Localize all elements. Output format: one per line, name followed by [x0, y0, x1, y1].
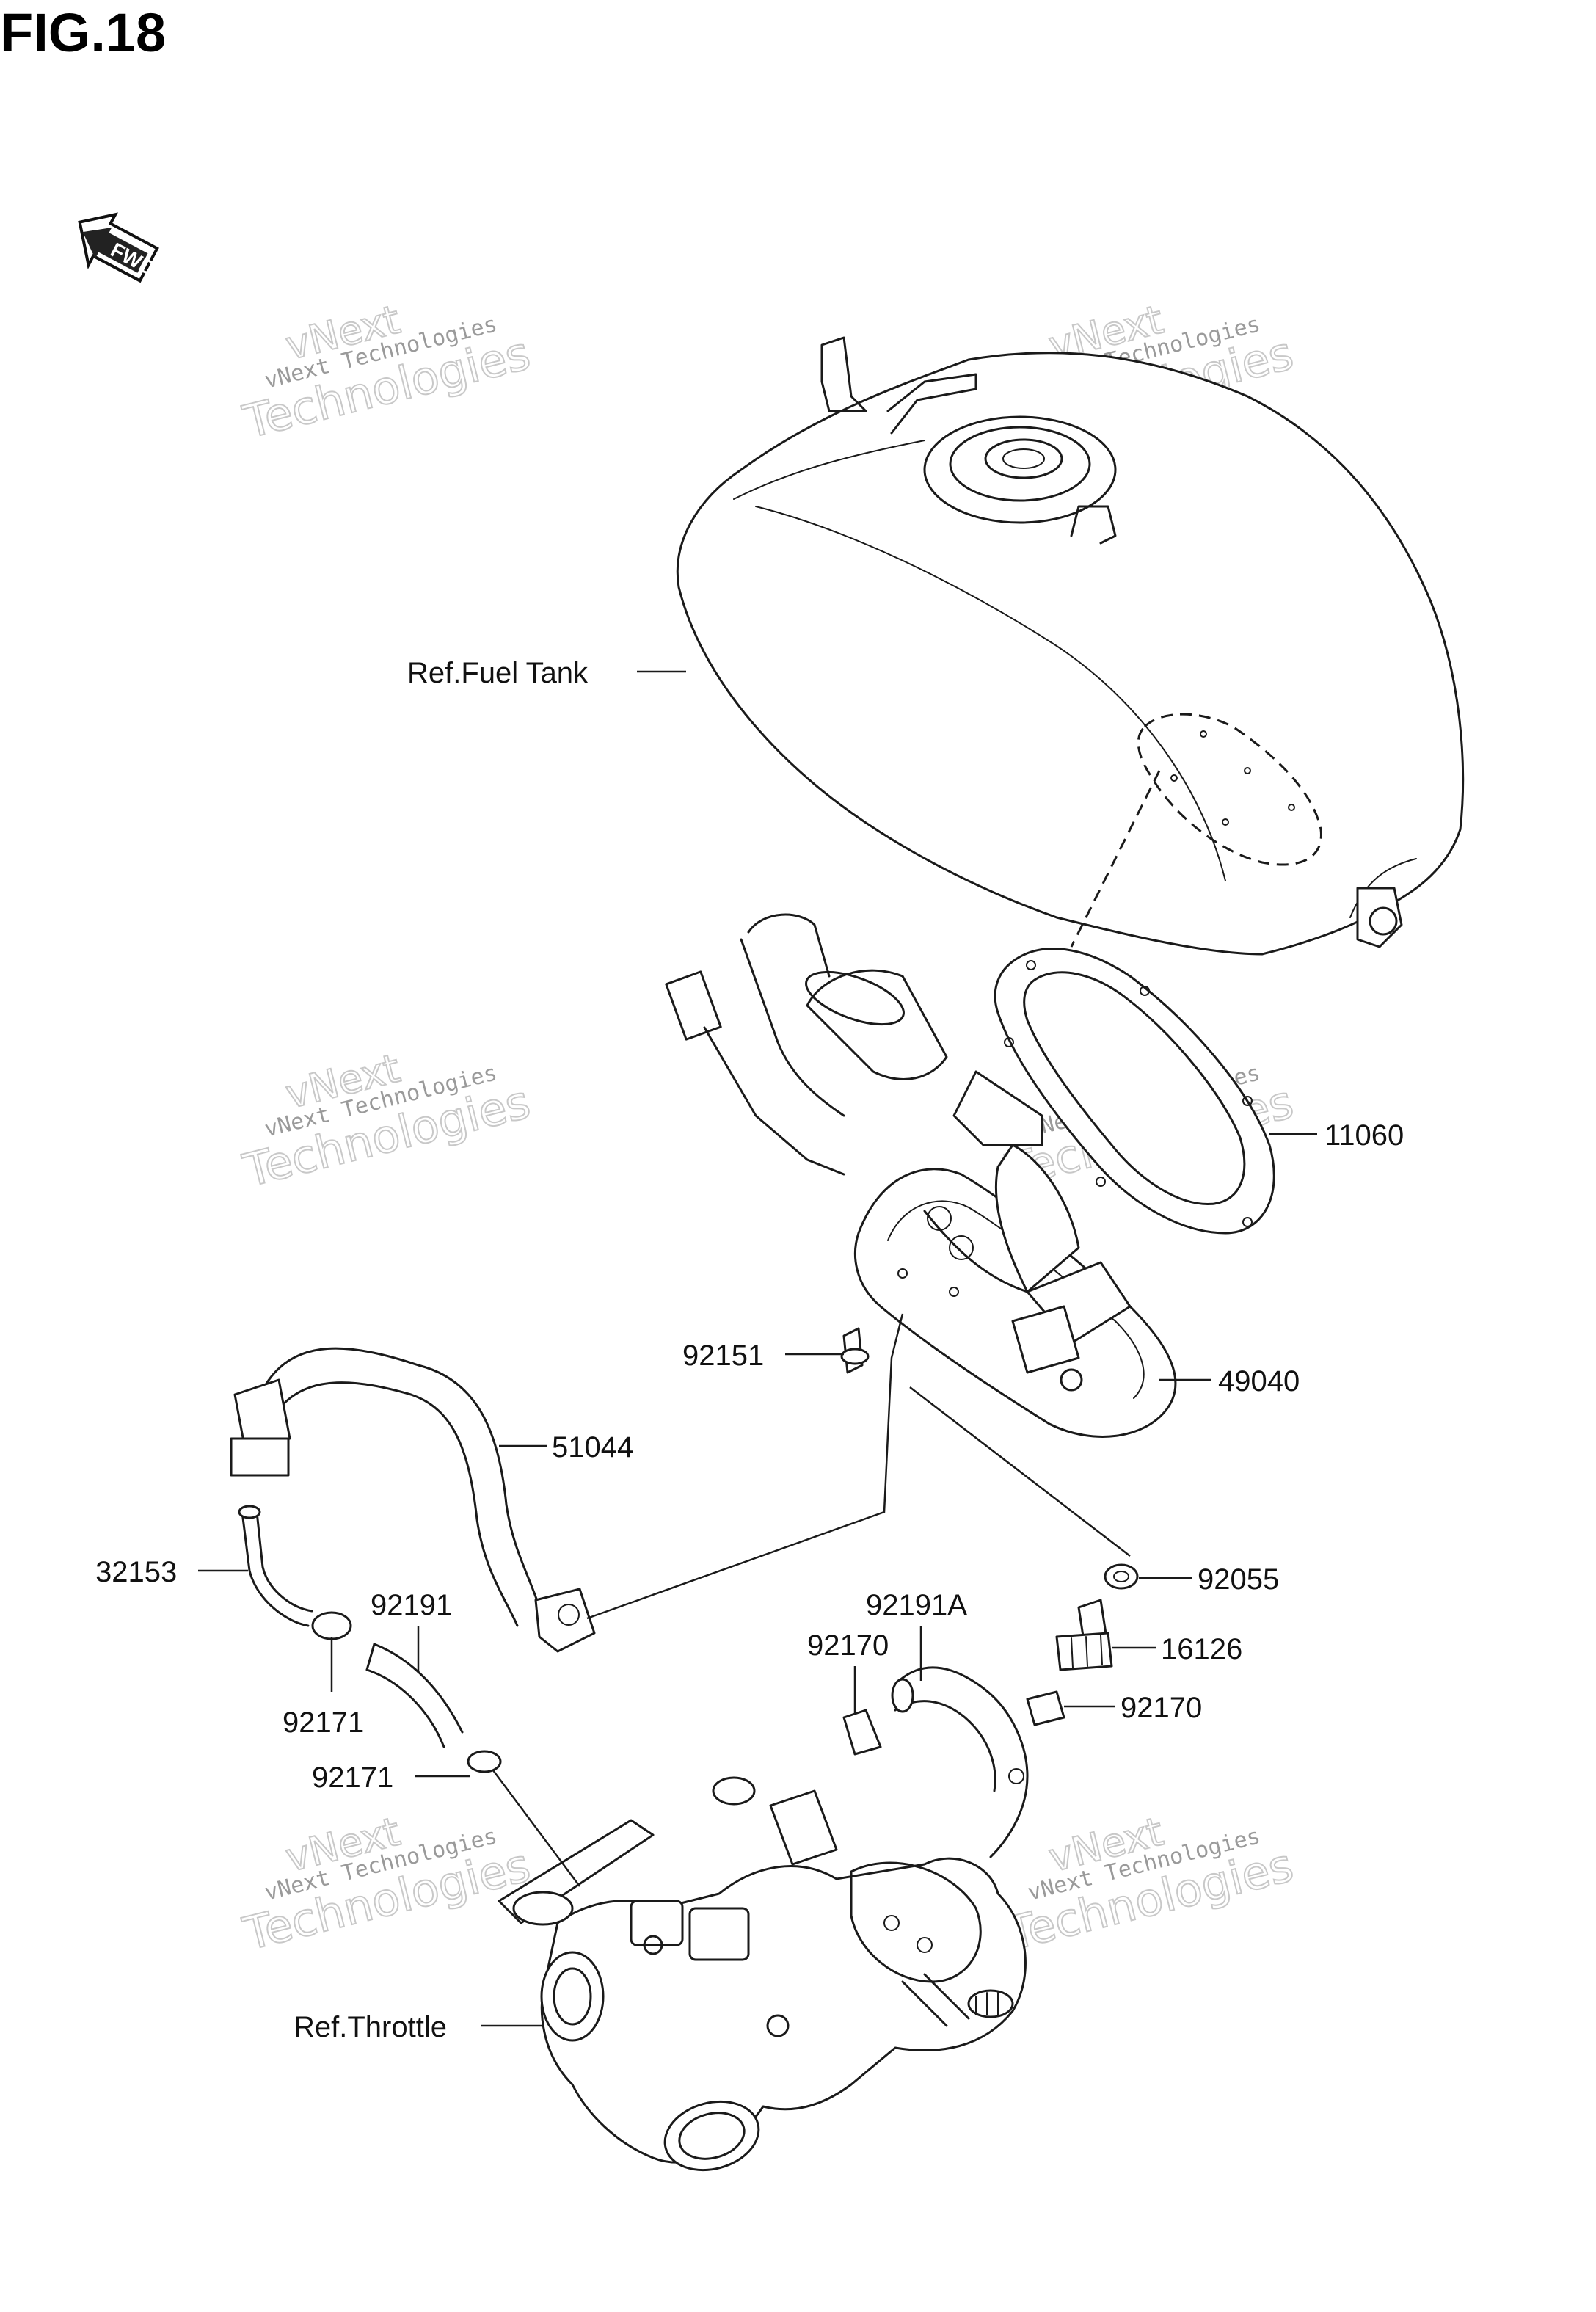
fwd-direction-badge: FWD [78, 212, 159, 283]
label-11060: 11060 [1324, 1119, 1404, 1152]
figure-title: FIG.18 [0, 2, 166, 63]
label-ref-throttle: Ref.Throttle [294, 2011, 447, 2043]
label-16126: 16126 [1161, 1633, 1242, 1665]
watermark-bl: vNext vNext Technologies Technologies [237, 1808, 536, 1962]
label-92191a: 92191A [866, 1589, 967, 1621]
connector-clamp-to-throttle [492, 1770, 581, 1887]
label-92170-left: 92170 [807, 1629, 889, 1662]
watermark-br: vNext vNext Technologies Technologies [1000, 1808, 1299, 1962]
label-92170-right: 92170 [1121, 1692, 1202, 1724]
clamp-92170-right-illustration [1026, 1690, 1065, 1726]
label-51044: 51044 [552, 1431, 633, 1464]
sensor-16126-illustration [1055, 1599, 1113, 1671]
label-92171-upper: 92171 [283, 1706, 364, 1739]
hose-92191a-illustration [891, 1666, 1029, 1858]
label-32153: 32153 [95, 1556, 177, 1588]
joint-32153-illustration [238, 1505, 313, 1627]
label-92191: 92191 [371, 1589, 452, 1621]
label-92171-lower: 92171 [312, 1762, 393, 1794]
hose-92191-illustration [365, 1643, 464, 1748]
hose-51044-illustration [230, 1347, 596, 1653]
label-92151: 92151 [682, 1339, 764, 1372]
fuel-pump-illustration [665, 913, 1177, 1438]
fuel-tank-illustration [676, 336, 1465, 956]
label-ref-fuel-tank: Ref.Fuel Tank [407, 657, 589, 689]
watermark-tl: vNext vNext Technologies Technologies [237, 296, 536, 450]
oring-92055-illustration [1104, 1563, 1139, 1590]
connector-pump-to-oring [909, 1386, 1131, 1557]
throttle-body-illustration [498, 1776, 1027, 2172]
assembly-guide-line [1070, 770, 1161, 948]
clamp-92171-lower-illustration [467, 1750, 502, 1773]
label-92055: 92055 [1198, 1563, 1279, 1596]
gasket-illustration [994, 948, 1275, 1235]
screw-92151-illustration [840, 1327, 870, 1374]
clamp-92170-left-illustration [842, 1709, 882, 1756]
connector-pump-to-hose [586, 1313, 904, 1620]
label-49040: 49040 [1218, 1365, 1300, 1397]
watermark-ml: vNext vNext Technologies Technologies [237, 1044, 536, 1199]
clamp-92171-upper-illustration [311, 1611, 352, 1640]
